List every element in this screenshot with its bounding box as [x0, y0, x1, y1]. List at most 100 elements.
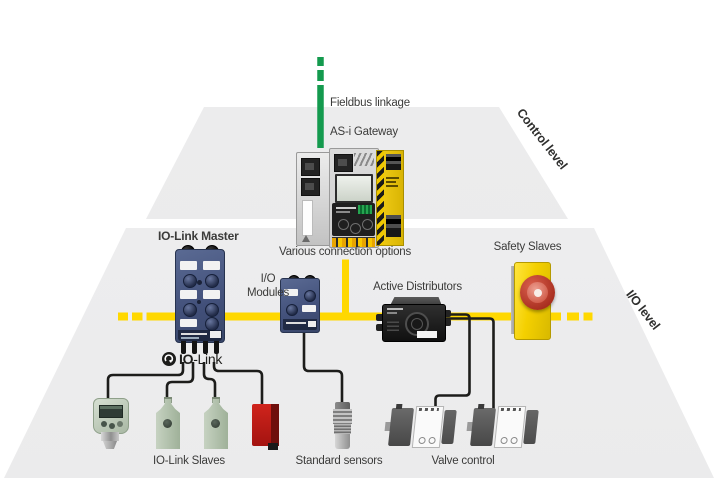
port-label — [180, 290, 197, 299]
sensor-button-icon — [117, 421, 123, 427]
label-strip — [302, 200, 313, 236]
valve-solenoid-block — [388, 408, 414, 446]
connector-pin — [192, 341, 197, 354]
cable-to-valve-1 — [430, 313, 471, 410]
valve-end-block — [523, 410, 539, 444]
sensor-lcd — [99, 405, 123, 418]
sensor-lens-icon — [163, 419, 172, 428]
valve-control-label: Valve control — [431, 455, 495, 467]
photoelectric-sensor-device — [252, 402, 280, 450]
dip-switch-block — [387, 321, 399, 331]
cable-gland — [376, 324, 385, 331]
center-stud — [197, 280, 202, 285]
valve-assembly — [466, 404, 543, 450]
sensor-thread — [103, 441, 117, 449]
valve-top-lug — [477, 404, 485, 409]
m12-port-icon — [205, 303, 219, 317]
io-link-slaves-label: IO-Link Slaves — [153, 455, 225, 467]
valve-port-icon — [428, 437, 436, 444]
asi-gateway-device — [296, 144, 404, 248]
valve-assembly — [384, 404, 461, 450]
device-label-chip — [417, 331, 437, 338]
vent-slats — [354, 153, 374, 166]
safety-slaves-label: Safety Slaves — [493, 241, 562, 253]
active-distributor-device — [376, 296, 456, 344]
ethernet-port-icon — [301, 158, 320, 176]
status-led-block — [358, 205, 372, 214]
ethernet-port-icon — [301, 178, 320, 196]
io-link-logo: IO -Link — [162, 349, 238, 368]
port-label — [180, 261, 197, 270]
valve-top-lug — [395, 404, 403, 409]
module-text-line — [386, 181, 396, 183]
distributor-body — [382, 304, 446, 342]
m12-port-icon — [286, 304, 298, 316]
valve-markings — [500, 408, 521, 411]
logo-text-line — [336, 207, 356, 209]
fieldbus-label: Fieldbus linkage — [330, 97, 410, 109]
valve-markings — [418, 408, 439, 411]
module-text-line — [386, 177, 399, 179]
estop-button-center — [533, 288, 542, 297]
sensor-lens-icon — [211, 419, 220, 428]
cable-to-photo-sensor — [212, 362, 264, 406]
valve-solenoid-block — [470, 408, 496, 446]
standard-sensors-label: Standard sensors — [295, 455, 383, 467]
gateway-keypad-panel — [332, 203, 375, 236]
sensor-side-face — [271, 404, 279, 446]
connector-pin — [214, 341, 219, 354]
footer-chip — [308, 321, 316, 327]
valve-end-block — [441, 410, 457, 444]
sensor-hex-nut — [101, 432, 119, 441]
port-label — [203, 261, 220, 270]
center-stud — [197, 300, 201, 304]
sensor-thread-section — [334, 424, 351, 434]
device-text-line — [387, 312, 397, 314]
port-label — [203, 290, 220, 299]
sensor-top-cap — [335, 402, 350, 409]
footer-text-line — [286, 322, 306, 324]
cable-to-standard-sensor — [302, 328, 344, 404]
nav-button-icon — [350, 223, 361, 234]
cable-to-valve-2 — [430, 317, 495, 410]
safety-connector — [386, 215, 401, 237]
valve-port-icon — [510, 437, 518, 444]
cable-to-pressure-sensor — [106, 362, 185, 400]
master-footer — [178, 330, 222, 341]
m12-port-icon — [205, 274, 219, 288]
gateway-safety-module — [376, 150, 404, 246]
valve-body-block — [493, 406, 527, 448]
io-modules-label-line2: Modules — [246, 287, 290, 299]
port-label — [284, 289, 298, 296]
cable-gland — [376, 314, 385, 321]
connector-ring — [411, 318, 423, 330]
cable-to-cylinder-sensor-1 — [165, 362, 195, 402]
footer-text-line — [181, 337, 199, 339]
terminal-strip — [332, 237, 375, 247]
io-modules-label-line1: I/O — [260, 273, 276, 285]
io-module-body — [280, 278, 320, 333]
connector-pin — [203, 341, 208, 354]
gateway-left-module — [296, 152, 333, 246]
lcd-display — [335, 174, 373, 203]
io-link-cylinder-sensor — [204, 397, 228, 449]
valve-port-icon — [418, 437, 426, 444]
logo-text-line — [336, 211, 350, 213]
m12-port-icon — [205, 317, 219, 331]
io-link-cylinder-sensor — [156, 397, 180, 449]
sensor-button-icon — [101, 421, 107, 427]
hazard-stripe — [377, 151, 384, 245]
nav-button-icon — [362, 219, 373, 230]
sensor-ribbed-section — [333, 409, 352, 424]
device-text-line — [387, 308, 403, 310]
sensor-button-icon — [109, 423, 115, 429]
io-link-circle-arrow-icon — [162, 351, 176, 366]
footer-chip — [210, 331, 221, 338]
nav-button-icon — [338, 219, 349, 230]
io-link-master-device — [175, 245, 225, 356]
ethernet-port-icon — [334, 154, 353, 172]
safety-slave-device — [511, 260, 555, 340]
io-link-logo-suffix: -Link — [193, 350, 223, 367]
